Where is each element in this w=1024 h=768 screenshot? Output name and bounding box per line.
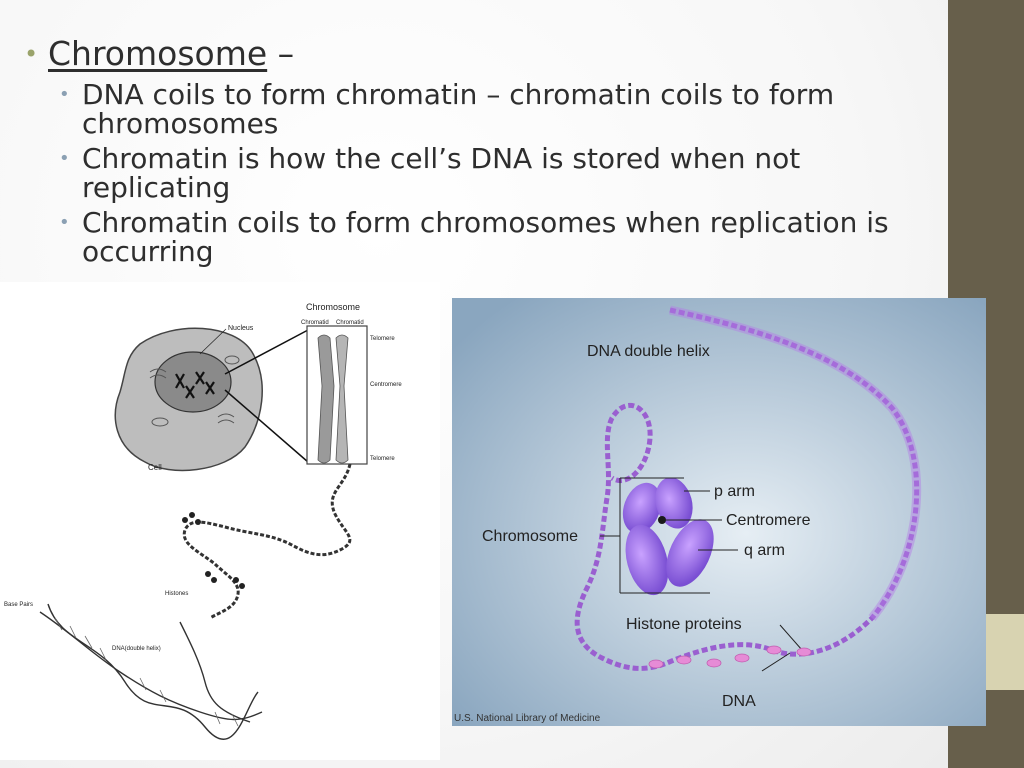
label-chromosome: Chromosome <box>306 302 360 312</box>
label-centromere: Centromere <box>370 382 402 388</box>
heading-dash: – <box>267 34 295 73</box>
histone-beads <box>648 645 812 669</box>
nucleosome-beads <box>182 512 245 589</box>
bullet-dot: • <box>59 212 70 233</box>
label-chromatid-2: Chromatid <box>336 320 364 326</box>
double-helix <box>39 603 263 740</box>
sub-bullet-2: • Chromatin is how the cell’s DNA is sto… <box>24 144 934 202</box>
sub-bullet-1: • DNA coils to form chromatin – chromati… <box>24 80 934 138</box>
label-chromosome: Chromosome <box>482 528 578 545</box>
label-base-pairs: Base Pairs <box>4 602 33 608</box>
label-nucleus: Nucleus <box>228 325 254 332</box>
label-centromere: Centromere <box>726 512 811 529</box>
chromatin-fiber <box>182 463 352 620</box>
photo-background <box>452 298 986 726</box>
label-histones: Histones <box>165 591 188 597</box>
label-p-arm: p arm <box>714 483 755 500</box>
bullet-list: • Chromosome – • DNA coils to form chrom… <box>24 34 934 266</box>
chromosome-illustration-svg: DNA double helix p arm Centromere Chromo… <box>452 298 986 726</box>
label-telomere-bottom: Telomere <box>370 456 395 462</box>
nucleus-chromosomes <box>175 371 215 399</box>
label-chromatid-1: Chromatid <box>301 320 329 326</box>
label-dna-double-helix: DNA(double helix) <box>112 646 161 652</box>
chromatin-diagram-svg: Nucleus Cell Chromosome Chromatid Chroma… <box>4 302 402 740</box>
bullet-dot: • <box>24 40 39 68</box>
sub-bullet-text: Chromatin is how the cell’s DNA is store… <box>82 142 801 204</box>
chromosome-x <box>622 477 714 596</box>
label-histone-proteins: Histone proteins <box>626 616 742 633</box>
centromere-dot <box>658 516 666 524</box>
chromatin-diagram: Nucleus Cell Chromosome Chromatid Chroma… <box>0 282 440 760</box>
image-credit: U.S. National Library of Medicine <box>454 713 601 724</box>
chromatid-right <box>335 334 349 464</box>
chromatid-left <box>317 334 335 464</box>
bullet-dot: • <box>59 84 70 105</box>
sidebar-accent <box>986 614 1024 690</box>
nucleus <box>154 351 232 413</box>
label-dna: DNA <box>722 693 756 710</box>
dna-strand <box>574 307 920 671</box>
bracket-lines <box>600 477 803 672</box>
organelles <box>149 355 240 427</box>
label-cell: Cell <box>148 463 162 472</box>
bullet-dot: • <box>59 148 70 169</box>
sub-bullet-text: DNA coils to form chromatin – chromatin … <box>82 78 835 140</box>
label-telomere-top: Telomere <box>370 336 395 342</box>
label-q-arm: q arm <box>744 542 785 559</box>
sub-bullet-text: Chromatin coils to form chromosomes when… <box>82 206 889 268</box>
label-dna-double-helix: DNA double helix <box>587 343 710 360</box>
heading-chromosome: Chromosome <box>48 34 268 73</box>
helix-rungs <box>54 617 239 727</box>
chromosome-illustration: DNA double helix p arm Centromere Chromo… <box>452 298 986 726</box>
bullet-heading: • Chromosome – <box>24 34 934 74</box>
sub-bullet-3: • Chromatin coils to form chromosomes wh… <box>24 208 934 266</box>
